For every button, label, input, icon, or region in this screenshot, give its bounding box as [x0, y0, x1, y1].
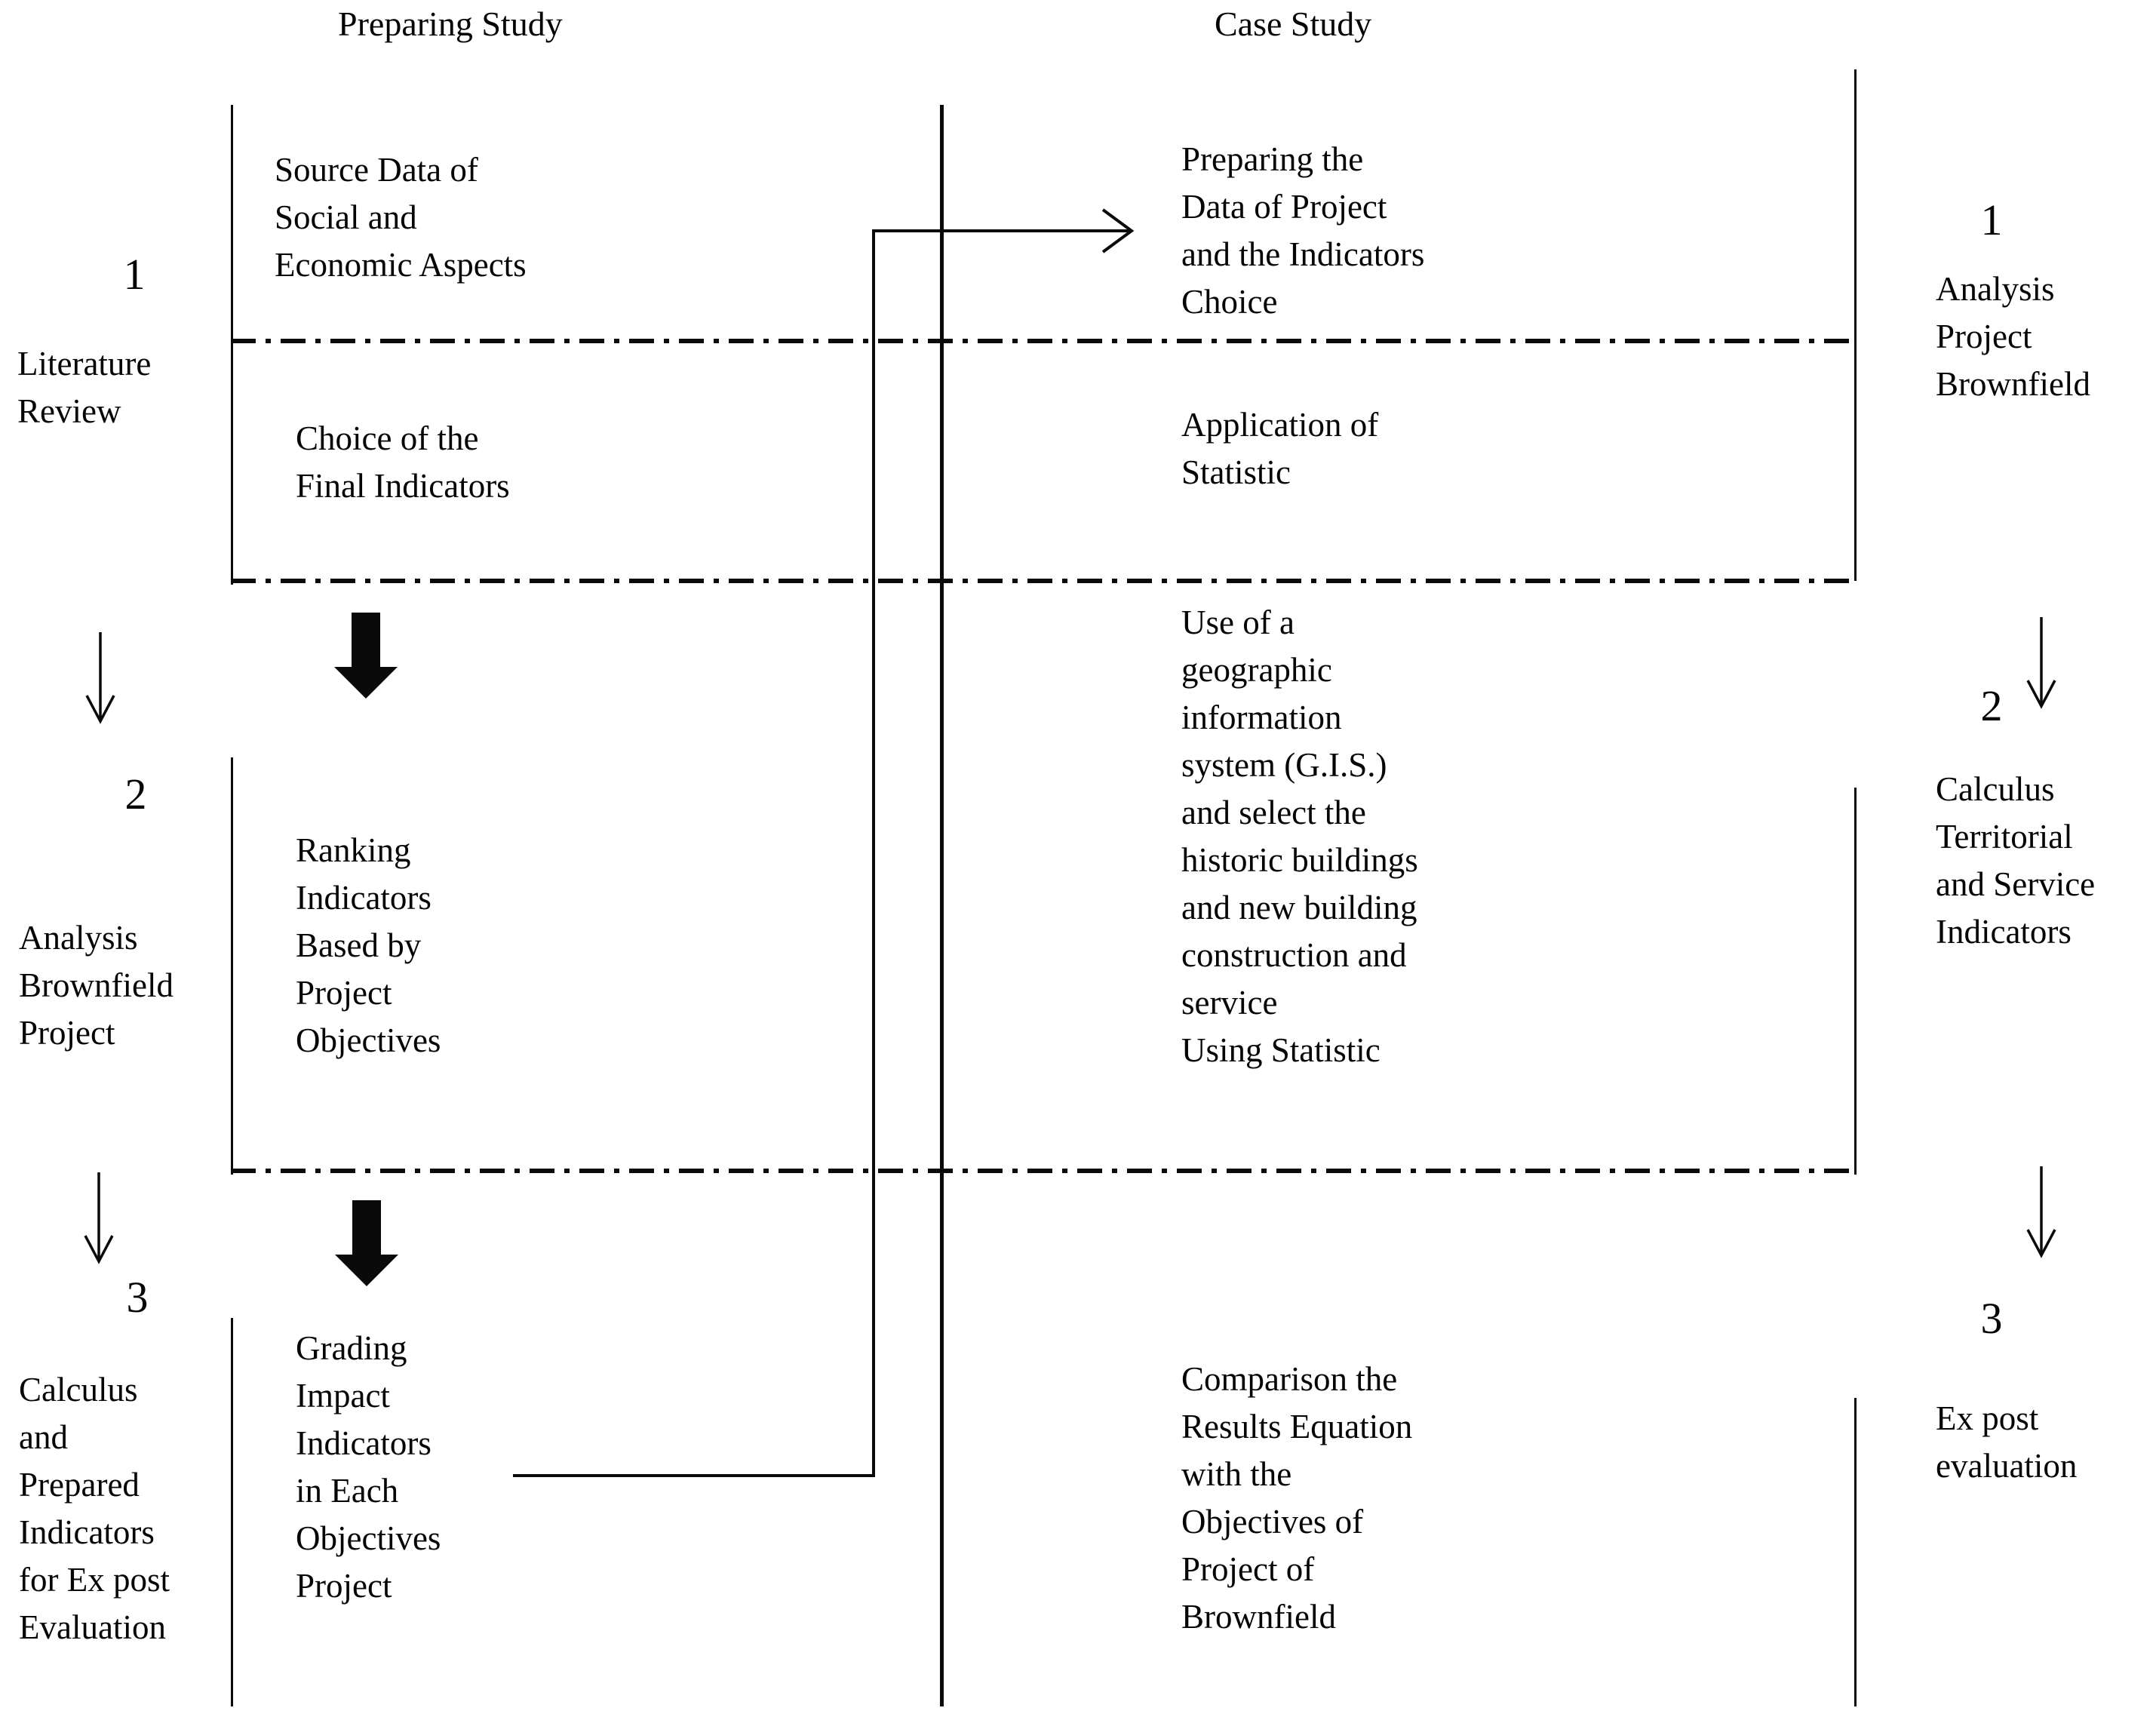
right-phase-3-label: Ex post evaluation: [1936, 1399, 2078, 1485]
step-grading-impact-indicators: Grading Impact Indicators in Each Object…: [296, 1329, 441, 1605]
left-bracket-line-1: [231, 105, 233, 585]
right-phase-1-number: 1: [1980, 195, 2003, 244]
case-study-header: Case Study: [1215, 5, 1372, 43]
step-comparison-results: Comparison the Results Equation with the…: [1181, 1360, 1413, 1636]
left-phase-2-label: Analysis Brownfield Project: [19, 919, 174, 1052]
preparing-study-header: Preparing Study: [338, 5, 563, 43]
step-preparing-project-data: Preparing the Data of Project and the In…: [1181, 140, 1425, 321]
step-gis-selection: Use of a geographic information system (…: [1181, 604, 1418, 1069]
thin-down-arrow-left-1: [85, 632, 115, 724]
right-phase-3-number: 3: [1980, 1294, 2003, 1343]
thin-down-arrow-right-2: [2026, 1166, 2056, 1258]
left-phase-3-number: 3: [126, 1273, 149, 1322]
right-bracket-line-2: [1854, 788, 1857, 1175]
left-phase-2-number: 2: [124, 769, 147, 819]
thin-down-arrow-left-2: [84, 1172, 114, 1264]
left-phase-1-number: 1: [123, 250, 146, 299]
thin-down-arrow-right-1: [2026, 617, 2056, 709]
right-bracket-line-1: [1854, 69, 1857, 581]
right-bracket-line-3: [1854, 1398, 1857, 1706]
step-source-data: Source Data of Social and Economic Aspec…: [275, 151, 527, 284]
section-separator-dashdot-3: [231, 1169, 1854, 1173]
right-phase-2-number: 2: [1980, 681, 2003, 730]
right-phase-1-label: Analysis Project Brownfield: [1936, 270, 2090, 403]
left-phase-3-label: Calculus and Prepared Indicators for Ex …: [19, 1371, 170, 1646]
feedback-arrow: [513, 208, 1135, 1477]
right-phase-2-label: Calculus Territorial and Service Indicat…: [1936, 770, 2096, 951]
left-phase-1-label: Literature Review: [17, 345, 152, 430]
thick-down-arrow-1: [334, 613, 398, 699]
center-divider-line: [940, 105, 944, 1706]
section-separator-dashdot-1: [231, 339, 1857, 343]
step-application-statistic: Application of Statistic: [1181, 406, 1379, 491]
step-choice-final-indicators: Choice of the Final Indicators: [296, 419, 510, 505]
left-bracket-line-3: [231, 1318, 233, 1706]
section-separator-dashdot-2: [231, 579, 1857, 583]
step-ranking-indicators: Ranking Indicators Based by Project Obje…: [296, 831, 441, 1059]
left-bracket-line-2: [231, 757, 233, 1175]
thick-down-arrow-2: [335, 1200, 398, 1286]
